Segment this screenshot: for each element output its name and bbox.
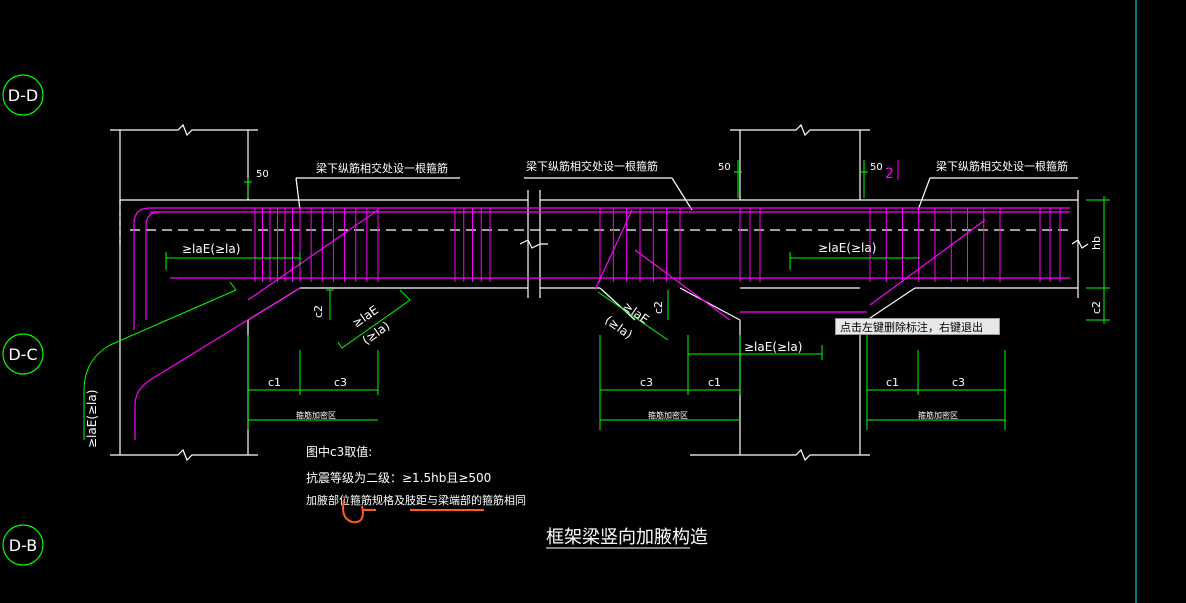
drawing-title: 框架梁竖向加腋构造 — [546, 527, 708, 548]
anchor-label-mid-bottom: ≥laE(≥la) — [744, 340, 802, 354]
stirrup-zone-mid: 箍筋加密区 — [648, 410, 688, 420]
rebar-layout — [133, 207, 1070, 440]
dim-c1-left: c1 — [268, 376, 281, 389]
axis-marker-dc: D-C — [2, 333, 44, 375]
top-note-mid: 梁下纵筋相交处设一根箍筋 — [526, 159, 658, 173]
dim-50-left: 50 — [256, 169, 269, 180]
annotations: 50 50 50 梁下纵筋相交处设一根箍筋 梁下纵筋相交处设一根箍筋 梁下纵筋相… — [85, 159, 1103, 548]
vertical-anchor-label: ≥laE(≥la) — [85, 390, 99, 448]
dim-c3-mid: c3 — [640, 376, 653, 389]
hint-tooltip: 点击左键删除标注，右键退出 — [835, 318, 1000, 335]
dim-2-magenta: 2 — [885, 166, 894, 182]
axis-label-dc: D-C — [8, 345, 37, 364]
axis-marker-dd: D-D — [2, 74, 44, 116]
dimension-lines — [83, 160, 1110, 440]
dim-50-right: 50 — [870, 162, 883, 173]
stirrup-zone-right: 箍筋加密区 — [918, 410, 958, 420]
dim-c2-right: c2 — [1090, 301, 1103, 314]
note-c3-rule: 抗震等级为二级：≥1.5hb且≥500 — [306, 470, 491, 485]
dim-c2-mid: c2 — [652, 301, 665, 314]
dim-hb: hb — [1090, 236, 1103, 250]
top-note-right: 梁下纵筋相交处设一根箍筋 — [936, 159, 1068, 173]
note-haunch-rule: 加腋部位箍筋规格及肢距与梁端部的箍筋相同 — [306, 493, 526, 507]
dim-c3-right: c3 — [952, 376, 965, 389]
dim-c2-left: c2 — [312, 305, 325, 318]
note-c3-heading: 图中c3取值: — [306, 444, 372, 459]
top-note-left: 梁下纵筋相交处设一根箍筋 — [316, 161, 448, 175]
anchor-label-left: ≥laE(≥la) — [182, 242, 240, 256]
dim-c1-right: c1 — [886, 376, 899, 389]
axis-label-dd: D-D — [8, 86, 38, 105]
dim-50-mid: 50 — [718, 162, 731, 173]
dim-c1-mid: c1 — [708, 376, 721, 389]
axis-label-db: D-B — [9, 536, 38, 555]
dim-c3-left: c3 — [334, 376, 347, 389]
axis-marker-db: D-B — [2, 524, 44, 566]
stirrups-group — [254, 208, 1061, 282]
highlight-circle-mark — [342, 499, 364, 524]
anchor-label-right: ≥laE(≥la) — [818, 241, 876, 255]
stirrup-zone-left: 箍筋加密区 — [296, 410, 336, 420]
